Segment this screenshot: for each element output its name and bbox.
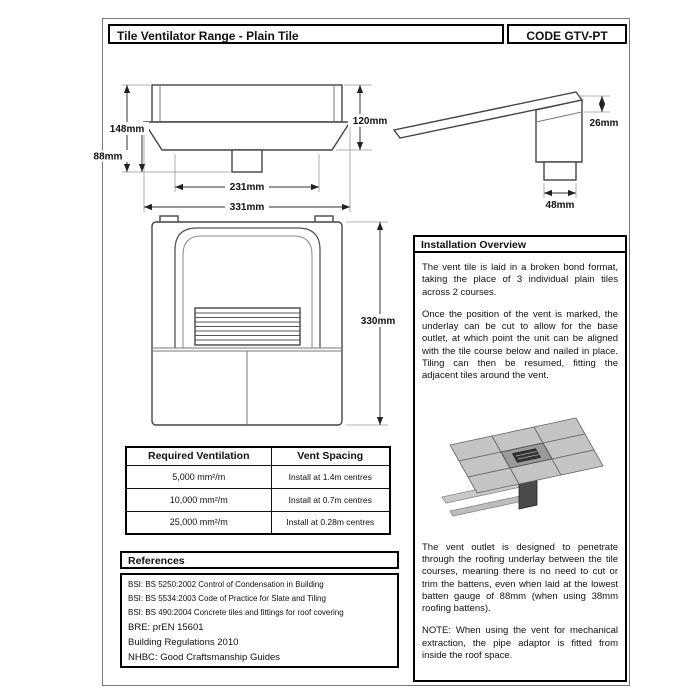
dim-label-outlet-width: 48mm: [546, 200, 575, 211]
reference-item: BSI: BS 5534:2003 Code of Practice for S…: [128, 594, 326, 603]
front-view-dimensions: 148mm 88mm 120mm 231mm 331mm: [88, 84, 392, 213]
dim-label-tile-thickness: 26mm: [590, 118, 619, 129]
reference-item: NHBC: Good Craftsmanship Guides: [128, 652, 281, 663]
installation-paragraph: Once the position of the vent is marked,…: [422, 308, 618, 382]
table-row: 5,000 mm²/m Install at 1.4m centres: [125, 464, 391, 489]
installation-paragraph: The vent outlet is designed to penetrate…: [422, 541, 618, 615]
installation-note: NOTE: When using the vent for mechanical…: [422, 625, 618, 662]
installation-panel: The vent tile is laid in a broken bond f…: [413, 253, 627, 682]
vent-unit-side-outline: [392, 91, 584, 181]
reference-item: BRE: prEN 15601: [128, 622, 204, 633]
side-view-drawing: 26mm 48mm: [392, 91, 619, 211]
plan-view-drawing: 330mm: [151, 215, 400, 426]
dim-label-total-height: 148mm: [110, 124, 145, 135]
installation-title: Installation Overview: [413, 235, 627, 253]
ventilation-table: Required Ventilation Vent Spacing 5,000 …: [125, 446, 391, 535]
dim-label-lower-height: 88mm: [94, 152, 123, 163]
references-list: BSI: BS 5250:2002 Control of Condensatio…: [120, 573, 399, 668]
reference-item: BSI: BS 490:2004 Concrete tiles and fitt…: [128, 608, 344, 617]
page-title: Tile Ventilator Range - Plain Tile: [108, 24, 504, 44]
reference-item: Building Regulations 2010: [128, 637, 239, 648]
dim-label-overall-width: 331mm: [230, 202, 265, 213]
side-view-dimensions: 26mm 48mm: [543, 95, 619, 211]
dim-label-inner-width: 231mm: [230, 182, 265, 193]
spacing-value: Install at 0.28m centres: [270, 510, 391, 535]
table-row: 25,000 mm²/m Install at 0.28m centres: [125, 510, 391, 535]
table-header-required-ventilation: Required Ventilation: [125, 446, 272, 466]
plan-view-dimensions: 330mm: [346, 221, 400, 426]
spacing-value: Install at 0.7m centres: [270, 487, 391, 512]
references-title: References: [120, 551, 399, 569]
ventilation-value: 10,000 mm²/m: [125, 487, 272, 512]
installation-illustration: [441, 417, 604, 517]
ventilation-value: 5,000 mm²/m: [125, 464, 272, 489]
table-row: 10,000 mm²/m Install at 0.7m centres: [125, 487, 391, 512]
installation-paragraph: The vent tile is laid in a broken bond f…: [422, 262, 618, 298]
installation-illustration-wrap: [422, 393, 618, 536]
dim-label-body-height: 120mm: [353, 116, 388, 127]
table-header-vent-spacing: Vent Spacing: [270, 446, 391, 466]
vent-unit-front-outline: [142, 84, 352, 173]
dim-label-overall-length: 330mm: [361, 316, 396, 327]
vent-tile-outline: [151, 215, 343, 426]
spacing-value: Install at 1.4m centres: [270, 464, 391, 489]
reference-item: BSI: BS 5250:2002 Control of Condensatio…: [128, 580, 324, 589]
product-code: CODE GTV-PT: [507, 24, 627, 44]
louvre-grille: [194, 307, 301, 346]
front-view-drawing: 148mm 88mm 120mm 231mm 331mm: [88, 84, 392, 213]
ventilation-value: 25,000 mm²/m: [125, 510, 272, 535]
